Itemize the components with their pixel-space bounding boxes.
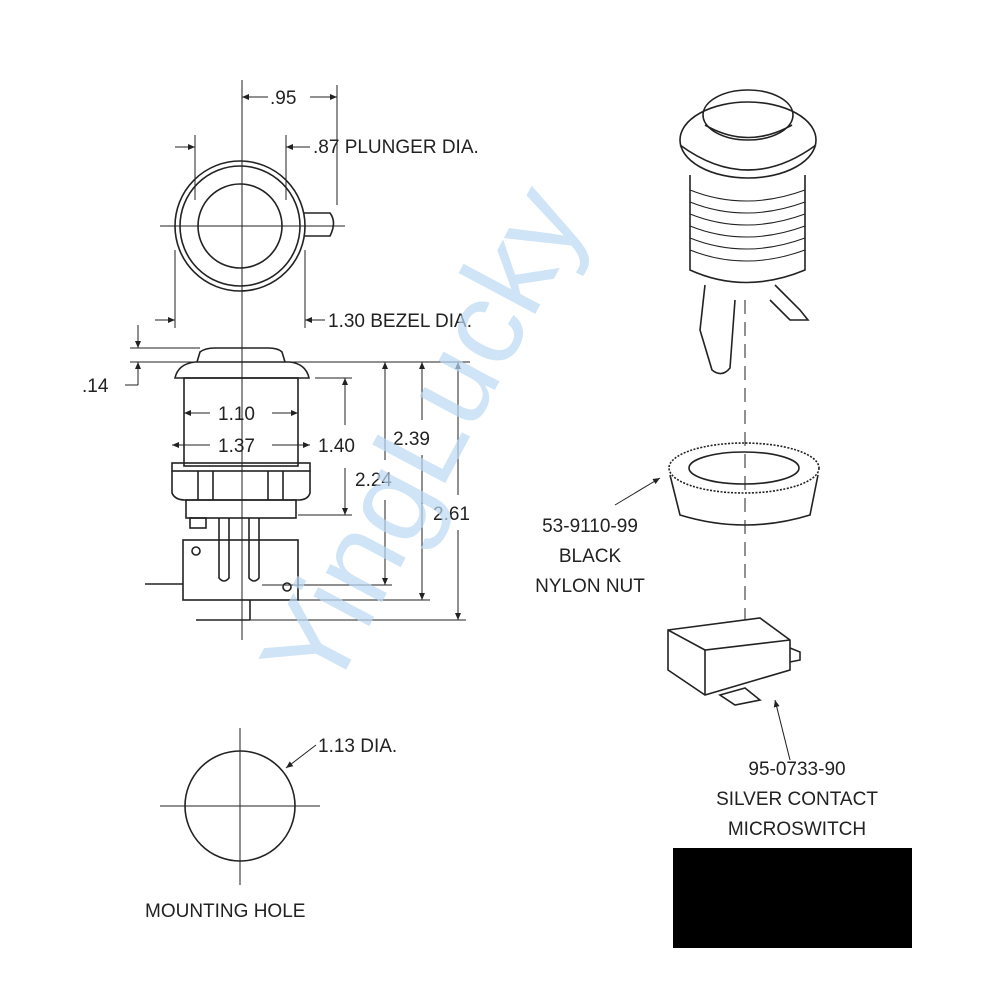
mounting-hole-label: MOUNTING HOLE bbox=[145, 901, 305, 922]
nylon-nut-3d: 53-9110-99 BLACK NYLON NUT bbox=[535, 442, 820, 597]
black-block bbox=[673, 848, 912, 948]
dim-110: 1.10 bbox=[218, 404, 255, 425]
plunger-dia-label: .87 PLUNGER DIA. bbox=[313, 137, 479, 158]
side-view: .14 1.10 1.37 1.40 2.24 2.39 2.61 bbox=[82, 325, 470, 621]
dim-014: .14 bbox=[82, 376, 109, 397]
nut-material: NYLON NUT bbox=[535, 576, 645, 597]
dim-137: 1.37 bbox=[218, 436, 255, 457]
dim-224: 2.24 bbox=[355, 470, 392, 491]
button-3d bbox=[679, 89, 817, 620]
switch-part-number: 95-0733-90 bbox=[748, 759, 845, 780]
switch-type: MICROSWITCH bbox=[728, 819, 866, 840]
hole-dia-label: 1.13 DIA. bbox=[318, 736, 397, 757]
switch-contact: SILVER CONTACT bbox=[716, 789, 878, 810]
dim-261: 2.61 bbox=[433, 504, 470, 525]
mounting-hole-view: 1.13 DIA. MOUNTING HOLE bbox=[145, 728, 397, 922]
nut-part-number: 53-9110-99 bbox=[542, 516, 638, 537]
dim-095: .95 bbox=[270, 88, 296, 109]
dim-140: 1.40 bbox=[318, 436, 355, 457]
top-view: .95 .87 PLUNGER DIA. 1.30 BEZEL DIA. bbox=[155, 80, 479, 640]
dim-239: 2.39 bbox=[393, 429, 430, 450]
bezel-dia-label: 1.30 BEZEL DIA. bbox=[328, 311, 472, 332]
nut-color: BLACK bbox=[559, 546, 622, 567]
microswitch-3d: 95-0733-90 SILVER CONTACT MICROSWITCH bbox=[667, 617, 878, 840]
watermark: YingLucky bbox=[235, 164, 611, 712]
